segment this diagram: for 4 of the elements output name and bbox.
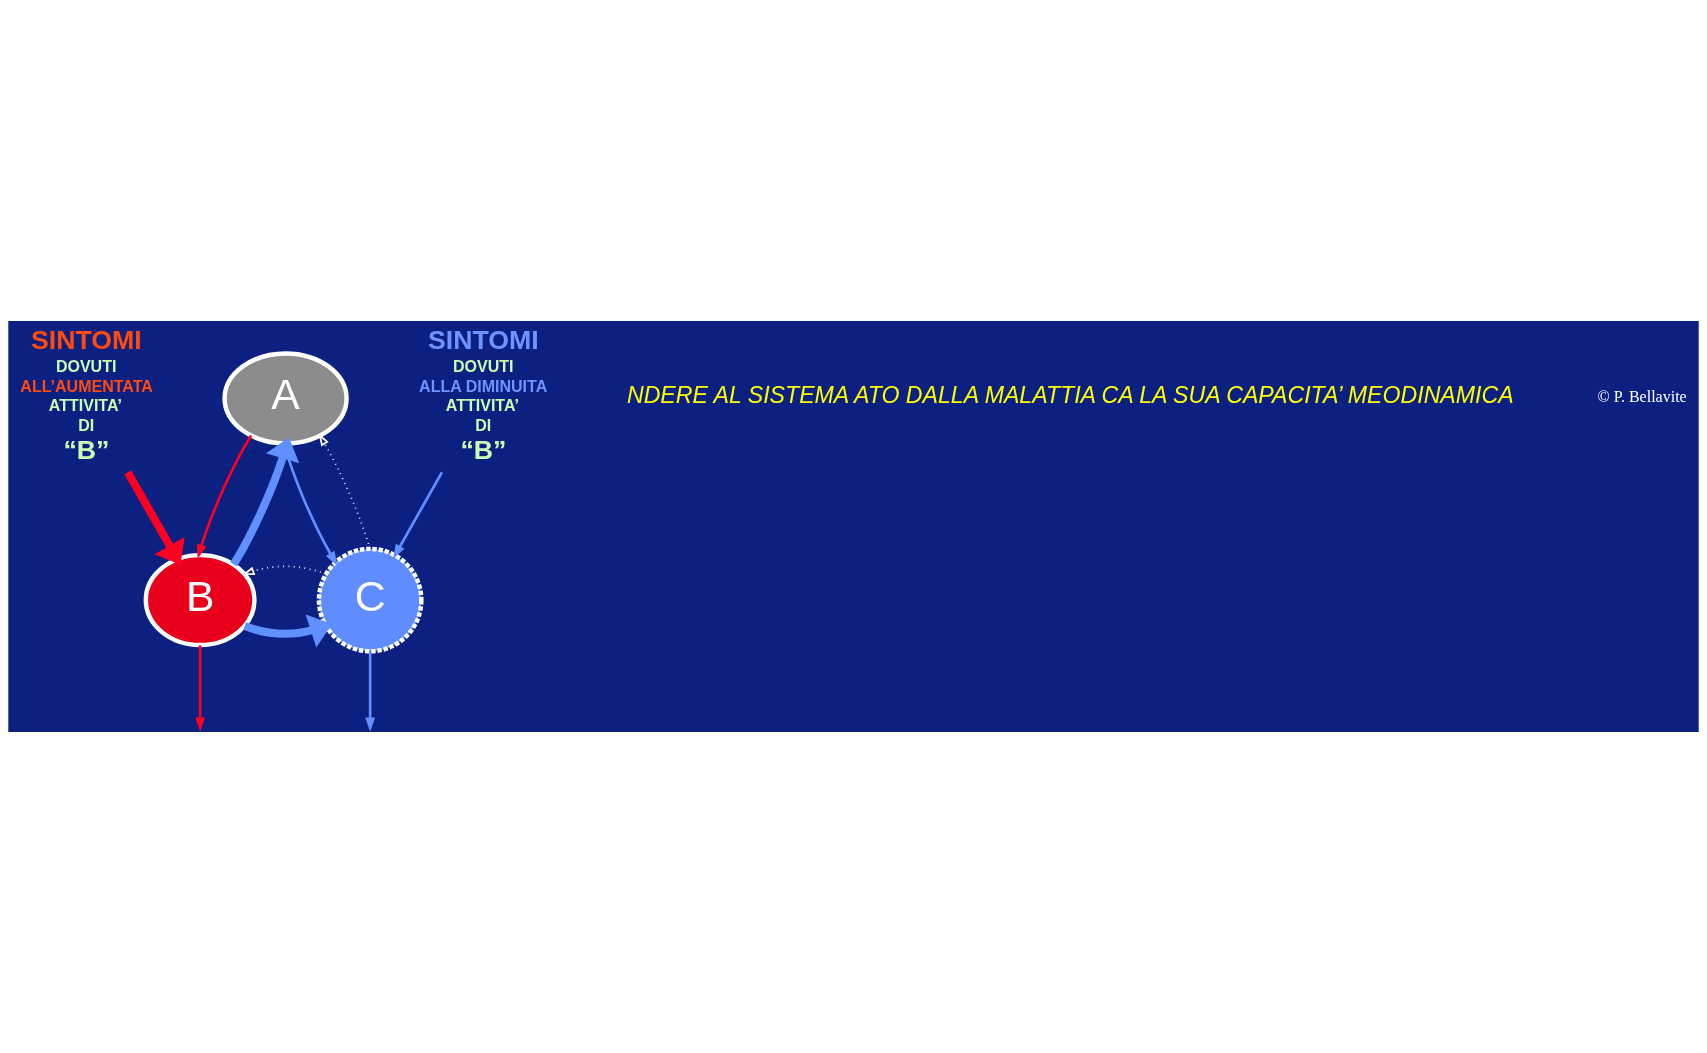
- label: © P. Bellavite: [1597, 388, 1687, 406]
- node-text: SINTOMI DOVUTI ALL’AUMENTATA ATTIVITA’ DI “B”: [20, 325, 153, 465]
- label: NDERE AL SISTEMA ATO DALLA MALATTIA CA LA SUA CAPACITA’ MEODINAMICA: [626, 382, 1514, 409]
- node-text: SINTOMI DOVUTI ALLA DIMINUITA ATTIVITA’ DI “B”: [419, 325, 548, 465]
